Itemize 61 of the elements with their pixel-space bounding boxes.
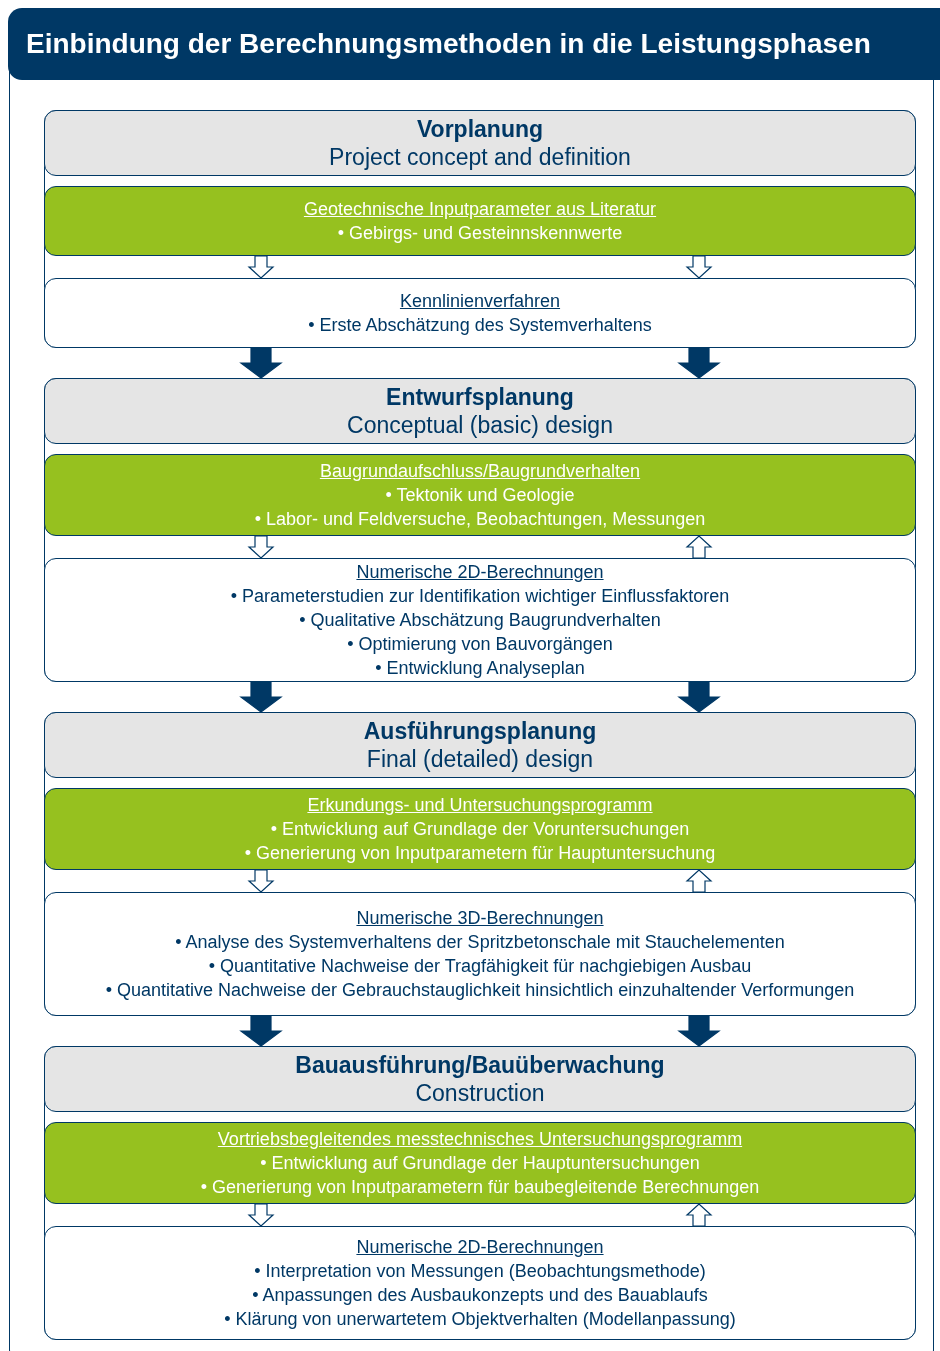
hollow-arrow xyxy=(685,535,713,559)
bullet-item: • Generierung von Inputparametern für Hauptuntersuchung xyxy=(244,842,716,865)
method-box xyxy=(44,278,916,348)
hollow-arrow xyxy=(685,1203,713,1227)
block-arrow xyxy=(677,681,721,713)
section-heading: Numerische 2D-Berechnungen xyxy=(356,561,604,584)
section-heading: Geotechnische Inputparameter aus Literatur xyxy=(303,198,657,221)
block-arrow xyxy=(239,1015,283,1047)
input-box xyxy=(44,788,916,870)
section-heading: Vortriebsbegleitendes messtechnisches Untersuchungsprogramm xyxy=(217,1128,743,1151)
method-box xyxy=(44,1226,916,1340)
hollow-arrow xyxy=(685,869,713,893)
bullet-item: • Erste Abschätzung des Systemverhaltens xyxy=(308,314,652,337)
hollow-arrow xyxy=(247,535,275,559)
bullet-item: • Quantitative Nachweise der Tragfähigkeit für nachgiebigen Ausbau xyxy=(207,955,753,978)
phase-title: Vorplanung xyxy=(416,115,544,143)
bullet-item: • Quantitative Nachweise der Gebrauchstauglichkeit hinsichtlich einzuhaltender Verformungen xyxy=(105,979,855,1002)
block-arrow xyxy=(239,347,283,379)
phase-header-box xyxy=(44,110,916,176)
bullet-item: • Entwicklung auf Grundlage der Hauptuntersuchungen xyxy=(259,1152,701,1175)
bullet-item: • Entwicklung Analyseplan xyxy=(374,657,586,680)
phase-title: Entwurfsplanung xyxy=(386,383,574,411)
hollow-arrow xyxy=(247,869,275,893)
phase-subtitle: Construction xyxy=(415,1079,545,1107)
section-heading: Numerische 3D-Berechnungen xyxy=(356,907,604,930)
phase-subtitle: Final (detailed) design xyxy=(366,745,594,773)
bullet-item: • Parameterstudien zur Identifikation wichtiger Einflussfaktoren xyxy=(230,585,730,608)
phase-subtitle: Project concept and definition xyxy=(329,143,631,171)
bullet-item: • Klärung von unerwartetem Objektverhalten (Modellanpassung) xyxy=(224,1308,736,1331)
section-heading: Baugrundaufschluss/Baugrundverhalten xyxy=(319,460,641,483)
input-box xyxy=(44,454,916,536)
bullet-item: • Qualitative Abschätzung Baugrundverhalten xyxy=(298,609,662,632)
block-arrow xyxy=(677,1015,721,1047)
input-box xyxy=(44,186,916,256)
bullet-item: • Analyse des Systemverhaltens der Spritzbetonschale mit Stauchelementen xyxy=(174,931,786,954)
diagram-title: Einbindung der Berechnungsmethoden in die Leistungsphasen xyxy=(26,28,871,60)
phase-header-box xyxy=(44,1046,916,1112)
phase-title: Ausführungsplanung xyxy=(363,717,597,745)
phase-header-box xyxy=(44,378,916,444)
section-heading: Kennlinienverfahren xyxy=(399,290,561,313)
block-arrow xyxy=(677,347,721,379)
section-heading: Numerische 2D-Berechnungen xyxy=(356,1236,604,1259)
bullet-item: • Generierung von Inputparametern für baubegleitende Berechnungen xyxy=(200,1176,760,1199)
input-box xyxy=(44,1122,916,1204)
bullet-item: • Anpassungen des Ausbaukonzepts und des Bauablaufs xyxy=(251,1284,709,1307)
bullet-item: • Labor- und Feldversuche, Beobachtungen, Messungen xyxy=(254,508,706,531)
bullet-item: • Gebirgs- und Gesteinnskennwerte xyxy=(337,222,623,245)
hollow-arrow xyxy=(247,255,275,279)
phase-subtitle: Conceptual (basic) design xyxy=(347,411,613,439)
hollow-arrow xyxy=(685,255,713,279)
method-box xyxy=(44,558,916,682)
section-heading: Erkundungs- und Untersuchungsprogramm xyxy=(307,794,653,817)
bullet-item: • Tektonik und Geologie xyxy=(384,484,576,507)
method-box xyxy=(44,892,916,1016)
phase-header-box xyxy=(44,712,916,778)
hollow-arrow xyxy=(247,1203,275,1227)
bullet-item: • Optimierung von Bauvorgängen xyxy=(346,633,614,656)
block-arrow xyxy=(239,681,283,713)
phase-title: Bauausführung/Bauüberwachung xyxy=(295,1051,665,1079)
bullet-item: • Interpretation von Messungen (Beobachtungsmethode) xyxy=(253,1260,707,1283)
bullet-item: • Entwicklung auf Grundlage der Voruntersuchungen xyxy=(269,818,691,841)
